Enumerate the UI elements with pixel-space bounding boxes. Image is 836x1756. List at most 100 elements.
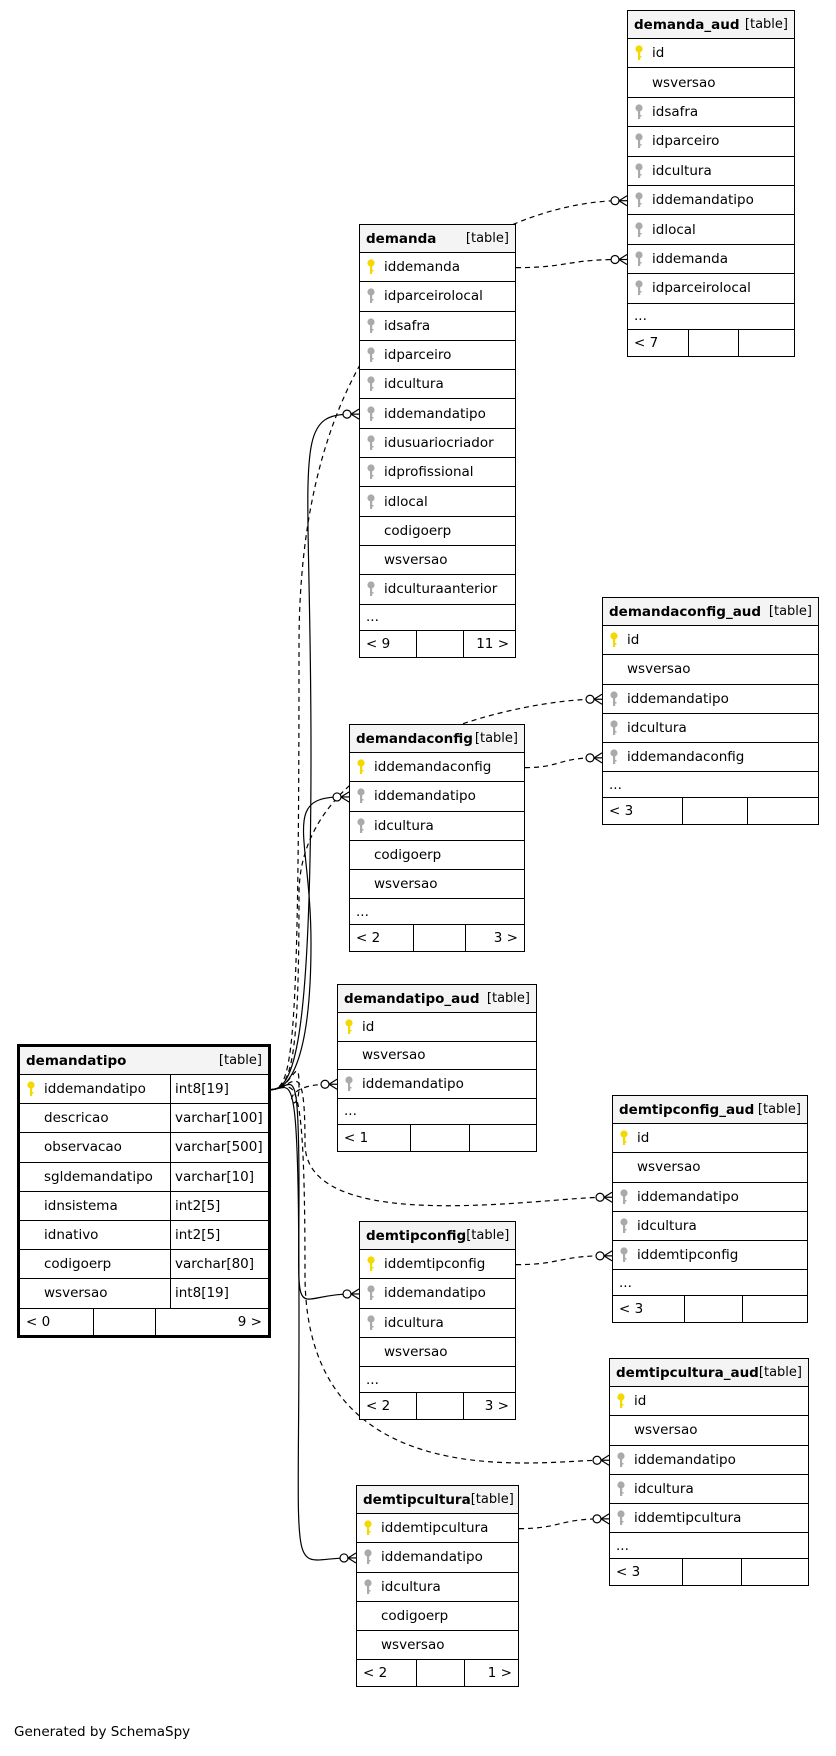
column-row[interactable]: iddemtipconfig: [360, 1250, 515, 1280]
column-name: wsversao: [384, 552, 448, 569]
column-row[interactable]: iddemandatipo: [613, 1183, 807, 1212]
column-row[interactable]: idcultura: [360, 370, 515, 400]
column-row[interactable]: idparceirolocal: [360, 282, 515, 312]
foreign-key-icon: [360, 493, 382, 511]
column-type: int8[19]: [170, 1075, 268, 1104]
column-row[interactable]: iddemandatipo: [603, 685, 818, 714]
column-row[interactable]: iddemandatipo: [360, 399, 515, 429]
foreign-key-icon: [357, 1548, 379, 1566]
table-kind: [table]: [474, 731, 518, 746]
foreign-key-icon: [338, 1075, 360, 1093]
column-row[interactable]: wsversao: [360, 546, 515, 576]
foreign-key-icon: [628, 250, 650, 268]
table-footer: < 3: [610, 1559, 808, 1586]
primary-key-icon: [338, 1018, 360, 1036]
column-row[interactable]: wsversao: [628, 68, 794, 98]
column-row[interactable]: iddemandaconfig: [350, 753, 524, 783]
column-row[interactable]: idusuariocriador: [360, 429, 515, 459]
foreign-key-icon: [360, 434, 382, 452]
relationship-line: [270, 796, 342, 1091]
column-name: idcultura: [634, 1481, 694, 1498]
column-row[interactable]: idcultura: [357, 1573, 518, 1602]
column-row[interactable]: id: [610, 1387, 808, 1417]
column-row[interactable]: iddemandatipo: [350, 782, 524, 812]
more-columns: ...: [610, 1533, 808, 1560]
column-row[interactable]: codigoerp: [350, 841, 524, 871]
column-row[interactable]: id: [628, 39, 794, 69]
column-row[interactable]: idparceirolocal: [628, 274, 794, 304]
column-row[interactable]: idcultura: [613, 1212, 807, 1242]
column-row[interactable]: iddemandaconfig: [603, 743, 818, 773]
foreign-key-icon: [360, 1314, 382, 1332]
column-row[interactable]: iddemandatipo: [338, 1070, 536, 1099]
column-row[interactable]: idcultura: [610, 1475, 808, 1505]
column-row[interactable]: wsversao: [350, 870, 524, 900]
column-row[interactable]: wsversao: [610, 1416, 808, 1446]
column-row[interactable]: id: [603, 626, 818, 656]
relationship-line: [270, 1070, 330, 1104]
column-row[interactable]: idsafra: [628, 98, 794, 128]
column-row[interactable]: idcultura: [350, 812, 524, 841]
foreign-key-icon: [628, 132, 650, 150]
column-row[interactable]: wsversao: [613, 1153, 807, 1183]
column-row[interactable]: idparceiro: [360, 341, 515, 371]
foreign-key-icon: [360, 346, 382, 364]
column-row[interactable]: idsafra: [360, 312, 515, 341]
column-row[interactable]: idcultura: [628, 157, 794, 186]
column-row[interactable]: idprofissional: [360, 458, 515, 488]
column-row[interactable]: codigoerp: [360, 517, 515, 546]
column-row[interactable]: iddemanda: [628, 245, 794, 275]
column-row[interactable]: idcultura: [603, 714, 818, 744]
column-row[interactable]: idlocal: [360, 487, 515, 517]
primary-key-icon: [603, 631, 625, 649]
column-name: iddemandatipo: [374, 788, 476, 805]
column-row[interactable]: wsversao: [603, 655, 818, 685]
foreign-key-icon: [350, 787, 372, 805]
column-row[interactable]: wsversao: [360, 1338, 515, 1368]
column-name: iddemtipcultura: [634, 1510, 742, 1527]
child-count: 3 >: [493, 930, 518, 947]
column-row[interactable]: id: [338, 1013, 536, 1042]
column-row[interactable]: iddemtipcultura: [357, 1514, 518, 1544]
column-row[interactable]: idlocal: [628, 215, 794, 245]
table-header: demtipcultura_aud[table]: [610, 1359, 808, 1387]
column-name: idparceirolocal: [652, 280, 751, 297]
column-row[interactable]: iddemtipconfig: [613, 1241, 807, 1271]
column-row[interactable]: idparceiro: [628, 127, 794, 157]
column-row[interactable]: id: [613, 1124, 807, 1154]
column-row[interactable]: iddemandatipo: [628, 186, 794, 216]
column-name: wsversao: [637, 1159, 701, 1176]
cardinality-marker: [339, 1552, 357, 1564]
column-row[interactable]: wsversao: [357, 1631, 518, 1661]
foreign-key-icon: [628, 279, 650, 297]
column-row[interactable]: idculturaanterior: [360, 575, 515, 605]
column-row[interactable]: iddemtipcultura: [610, 1504, 808, 1534]
column-row[interactable]: idcultura: [360, 1309, 515, 1338]
column-row[interactable]: codigoerp: [357, 1602, 518, 1632]
foreign-key-icon: [628, 103, 650, 121]
column-row[interactable]: iddemanda: [360, 253, 515, 283]
column-row[interactable]: wsversao: [338, 1042, 536, 1070]
column-row[interactable]: iddemandatipo: [357, 1543, 518, 1573]
child-count: [470, 1125, 536, 1151]
column-row[interactable]: iddemandatipo: [610, 1446, 808, 1475]
column-row[interactable]: iddemandatipo: [360, 1279, 515, 1309]
